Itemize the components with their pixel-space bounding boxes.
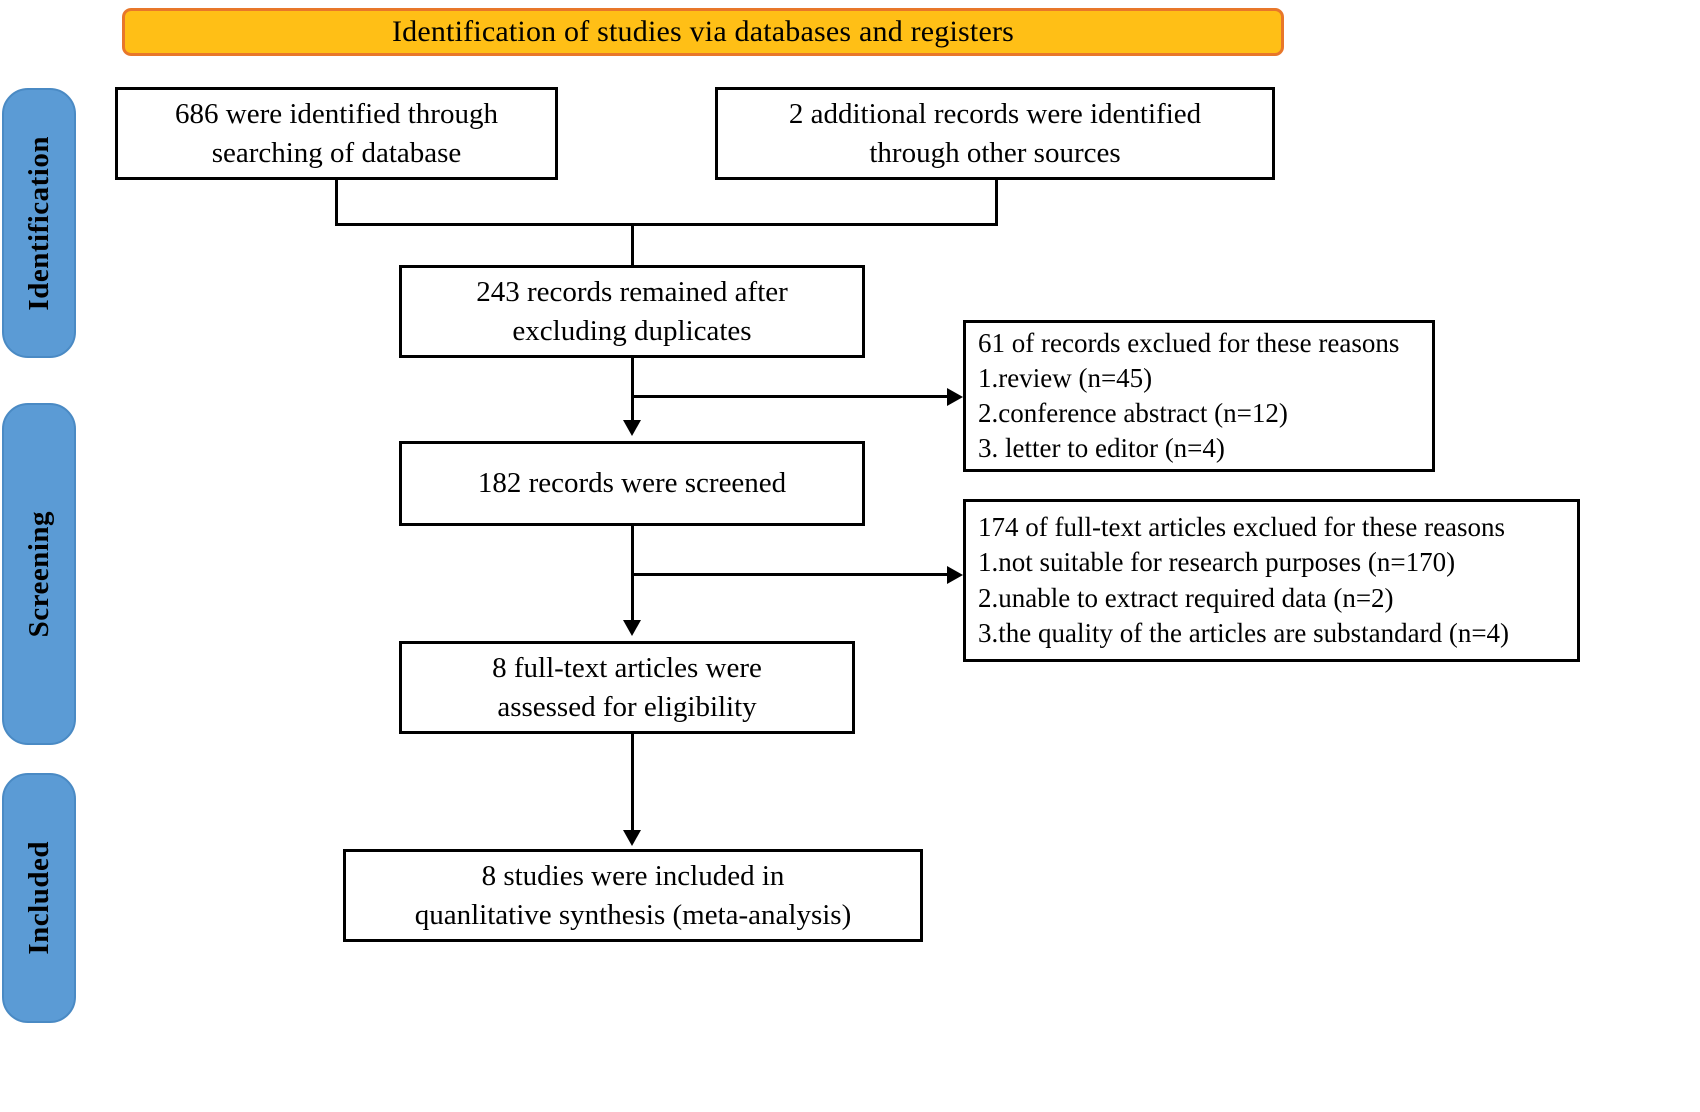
node-records-excluded-reason-2: 2.conference abstract (n=12) [978,398,1288,428]
connector-duplicates-to-excluded [631,395,947,398]
stage-label-included-text: Included [22,841,55,955]
arrowhead-fulltext-to-included [623,830,641,846]
node-fulltext-assessed-line2: assessed for eligibility [497,690,757,723]
connector-merge-to-duplicates [631,223,634,265]
node-fulltext-excluded-reason-3: 3.the quality of the articles are substa… [978,617,1510,648]
stage-label-screening: Screening [2,403,76,745]
node-fulltext-excluded: 174 of full-text articles exclued for th… [963,499,1580,662]
arrowhead-screened-to-fulltext-excluded [947,566,963,584]
node-records-identified: 686 were identified through searching of… [115,87,558,180]
node-records-screened-line1: 182 records were screened [477,467,787,500]
connector-merge-bus [335,223,998,226]
node-records-excluded: 61 of records exclued for these reasons … [963,320,1435,472]
node-records-screened: 182 records were screened [399,441,865,526]
stage-label-included: Included [2,773,76,1023]
connector-identified-down [335,180,338,225]
connector-screened-to-fulltext-excluded [631,573,947,576]
connector-additional-down [995,180,998,225]
node-records-identified-line1: 686 were identified through [175,98,498,131]
stage-label-identification: Identification [2,88,76,358]
node-records-identified-line2: searching of database [211,136,462,169]
node-additional-records-line2: through other sources [869,136,1121,169]
node-fulltext-excluded-reason-2: 2.unable to extract required data (n=2) [978,582,1394,613]
arrowhead-duplicates-to-excluded [947,388,963,406]
arrowhead-screened-to-fulltext [623,620,641,636]
node-fulltext-excluded-reason-1: 1.not suitable for research purposes (n=… [978,547,1456,578]
node-studies-included-line1: 8 studies were included in [481,860,785,893]
node-records-after-duplicates-line2: excluding duplicates [512,314,752,347]
stage-label-screening-text: Screening [22,510,55,638]
diagram-title-banner: Identification of studies via databases … [122,8,1284,56]
node-fulltext-excluded-heading: 174 of full-text articles exclued for th… [978,512,1506,543]
node-records-excluded-reason-1: 1.review (n=45) [978,362,1153,393]
arrowhead-duplicates-to-screened [623,420,641,436]
node-records-excluded-heading: 61 of records exclued for these reasons [978,327,1400,358]
node-fulltext-assessed-line1: 8 full-text articles were [492,652,762,685]
node-additional-records: 2 additional records were identified thr… [715,87,1275,180]
node-records-after-duplicates-line1: 243 records remained after [476,276,788,309]
diagram-title: Identification of studies via databases … [391,15,1015,48]
node-records-excluded-reason-3: 3. letter to editor (n=4) [978,433,1225,464]
node-fulltext-assessed: 8 full-text articles were assessed for e… [399,641,855,734]
connector-duplicates-to-screened [631,358,634,420]
stage-label-identification-text: Identification [22,135,55,311]
node-studies-included-line2: quanlitative synthesis (meta-analysis) [414,898,852,931]
connector-fulltext-to-included [631,734,634,830]
node-records-after-duplicates: 243 records remained after excluding dup… [399,265,865,358]
node-studies-included: 8 studies were included in quanlitative … [343,849,923,942]
node-additional-records-line1: 2 additional records were identified [788,98,1202,131]
